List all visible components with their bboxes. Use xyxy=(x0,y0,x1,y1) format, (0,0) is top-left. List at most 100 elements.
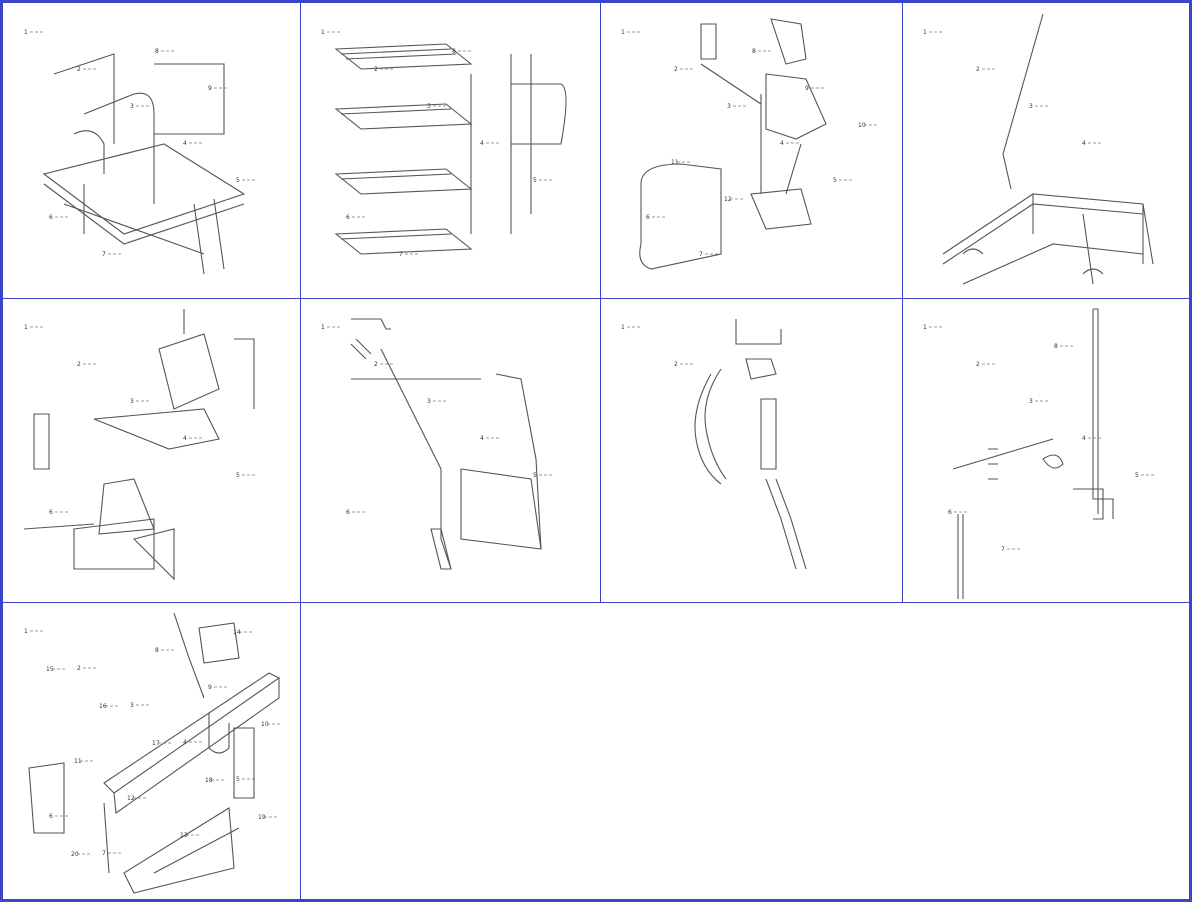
diagram-part-outline xyxy=(735,319,782,345)
callout-number: 3 xyxy=(1029,103,1033,110)
callout-number: 4 xyxy=(183,435,187,442)
callout-number: 4 xyxy=(183,739,187,746)
callout-number: 5 xyxy=(833,177,837,184)
diagram-part-outline xyxy=(440,538,452,570)
callout-number: 1 xyxy=(24,29,28,36)
grid-divider xyxy=(300,3,301,899)
diagram-part-outline xyxy=(460,468,542,550)
callout-number: 1 xyxy=(24,628,28,635)
diagram-part-outline xyxy=(334,228,473,255)
diagram-part-outline xyxy=(23,523,95,530)
callout-number: 1 xyxy=(321,324,325,331)
callout-number: 4 xyxy=(183,140,187,147)
callout-number: 6 xyxy=(49,214,53,221)
callout-number: 3 xyxy=(130,702,134,709)
callout-number: 3 xyxy=(427,103,431,110)
diagram-part-outline xyxy=(1073,488,1104,520)
callout-number: 6 xyxy=(346,509,350,516)
diagram-part-outline xyxy=(952,438,1054,470)
callout-number: 5 xyxy=(1135,472,1139,479)
callout-number: 2 xyxy=(374,361,378,368)
callout-number: 5 xyxy=(533,472,537,479)
callout-number: 10 xyxy=(261,721,269,728)
callout-number: 7 xyxy=(102,850,106,857)
callout-number: 20 xyxy=(71,851,79,858)
diagram-part-outline xyxy=(334,168,473,195)
diagram-part-outline xyxy=(103,672,281,794)
callout-number: 4 xyxy=(1082,435,1086,442)
callout-number: 8 xyxy=(752,48,756,55)
callout-number: 9 xyxy=(208,684,212,691)
diagram-part-outline xyxy=(1092,309,1114,519)
diagram-part-outline xyxy=(511,83,567,145)
callout-number: 16 xyxy=(99,703,107,710)
callout-number: 1 xyxy=(24,324,28,331)
callout-number: 7 xyxy=(102,251,106,258)
diagram-part-outline xyxy=(208,713,230,754)
diagram-part-outline xyxy=(43,183,245,245)
grid-divider xyxy=(3,602,1189,603)
diagram-part-outline xyxy=(745,358,777,380)
diagram-part-outline xyxy=(123,807,235,894)
diagram-part-outline xyxy=(942,193,1154,265)
diagram-part-outline xyxy=(103,802,110,874)
diagram-part-outline xyxy=(704,368,727,480)
callout-number: 5 xyxy=(236,472,240,479)
diagram-part-outline xyxy=(173,612,205,699)
diagram-part-outline xyxy=(158,333,220,410)
diagram-part-outline xyxy=(42,143,246,235)
diagram-part-outline xyxy=(694,373,722,485)
grid-divider xyxy=(600,3,601,602)
diagram-part-outline xyxy=(340,48,457,60)
diagram-part-outline xyxy=(988,448,998,480)
diagram-part-outline xyxy=(775,478,807,570)
diagram-part-outline xyxy=(639,163,722,270)
diagram-part-outline xyxy=(350,338,372,360)
callout-number: 2 xyxy=(77,361,81,368)
callout-number: 12 xyxy=(127,795,135,802)
callout-number: 8 xyxy=(155,647,159,654)
callout-number: 1 xyxy=(621,324,625,331)
callout-number: 2 xyxy=(674,66,678,73)
callout-number: 4 xyxy=(480,435,484,442)
callout-number: 2 xyxy=(976,66,980,73)
diagram-part-outline xyxy=(765,73,827,140)
diagram-part-outline xyxy=(1032,194,1144,285)
diagram-part-outline xyxy=(33,413,50,470)
callout-number: 9 xyxy=(805,85,809,92)
diagram-part-outline xyxy=(750,188,812,230)
callout-number: 2 xyxy=(77,665,81,672)
callout-number: 3 xyxy=(130,103,134,110)
callout-number: 14 xyxy=(233,629,241,636)
diagram-part-outline xyxy=(73,130,105,174)
callout-number: 2 xyxy=(976,361,980,368)
callout-number: 9 xyxy=(208,85,212,92)
diagram-part-outline xyxy=(962,243,1144,285)
callout-number: 5 xyxy=(533,177,537,184)
diagram-part-outline xyxy=(495,373,542,550)
diagram-part-outline xyxy=(28,762,65,834)
diagram-part-outline xyxy=(351,318,391,330)
callout-number: 3 xyxy=(1029,398,1033,405)
callout-number: 6 xyxy=(49,509,53,516)
callout-number: 4 xyxy=(780,140,784,147)
diagram-part-outline xyxy=(53,53,115,144)
callout-number: 10 xyxy=(858,122,866,129)
diagram-part-outline xyxy=(1002,13,1044,190)
diagram-part-outline xyxy=(700,63,762,105)
diagram-part-outline xyxy=(340,108,452,240)
diagram-part-outline xyxy=(154,63,225,135)
callout-number: 3 xyxy=(130,398,134,405)
callout-number: 2 xyxy=(374,66,378,73)
diagram-part-outline xyxy=(962,248,1104,275)
diagram-part-outline xyxy=(98,478,155,535)
grid-divider xyxy=(3,298,1189,299)
diagram-part-outline xyxy=(700,23,717,60)
